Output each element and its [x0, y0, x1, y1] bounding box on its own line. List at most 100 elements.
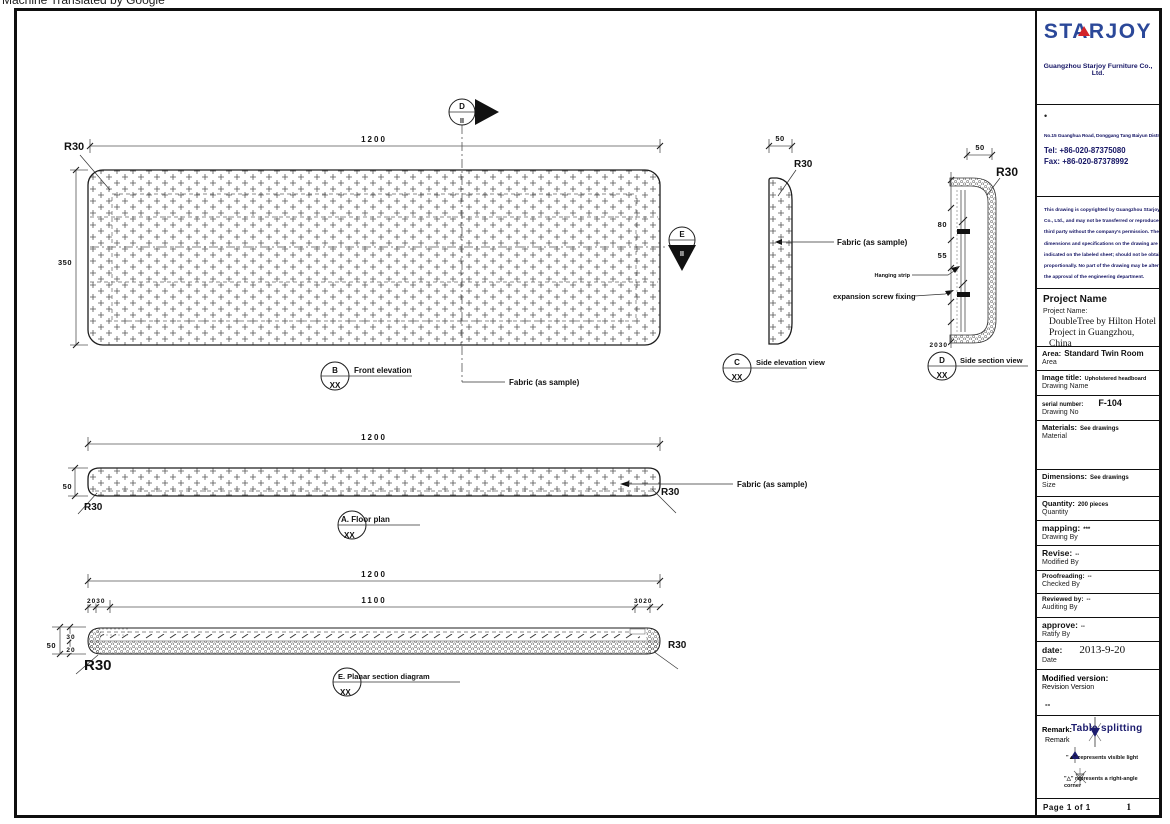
project-label: Project Name: [1043, 308, 1088, 315]
front-fabric-label: Fabric (as sample) [509, 378, 580, 387]
title-block: STARJOY Guangzhou Starjoy Furniture Co.,… [1035, 8, 1162, 818]
project-title: Project Name [1043, 294, 1107, 305]
side-section-radius-label: R30 [996, 165, 1018, 179]
dimensions-label: Dimensions: [1042, 472, 1088, 481]
company-address: No.15 Guanghua Road, Donggang Tang Baiyu… [1044, 134, 1159, 139]
floor-plan-radius-right: R30 [661, 487, 680, 498]
side-section-view-marker: D XX Side section view [927, 351, 1028, 381]
section-d-number: II [460, 118, 464, 125]
tb-row-date: date:2013-9-20 Date [1037, 642, 1159, 670]
tb-row-proofreading: Proofreading:-- Checked By [1037, 571, 1159, 594]
disclaimer-line: proportionally. No part of the drawing m… [1044, 264, 1159, 270]
proofreading-label: Proofreading: [1042, 573, 1085, 580]
sheet-number: 1 [1126, 802, 1132, 812]
tb-row-quantity: Quantity:200 pieces Quantity [1037, 497, 1159, 521]
mapping-label: mapping: [1042, 523, 1081, 533]
project-name-box: Project Name Project Name: DoubleTree by… [1037, 289, 1159, 347]
floor-plan-title: A. Floor plan [341, 515, 390, 524]
section-e-arrow-icon [668, 245, 696, 271]
planar-left-pair-dim: 2030 [87, 598, 105, 605]
date-sublabel: Date [1042, 657, 1057, 664]
side-elev-marker-sheet: XX [732, 373, 743, 382]
quantity-sublabel: Quantity [1042, 509, 1069, 516]
planar-thickness-total: 50 [47, 641, 56, 650]
disclaimer-line: third party without the company's permis… [1044, 230, 1159, 236]
modified-version-sublabel: Revision Version [1042, 684, 1095, 691]
side-section-width-dim: 50 [975, 143, 984, 152]
floor-plan-view-marker: A. Floor plan XX [337, 510, 420, 540]
tb-row-materials: Materials:See drawings Material [1037, 421, 1159, 470]
tb-row-dimensions: Dimensions:See drawings Size [1037, 470, 1159, 497]
disclaimer-line: dimensions and specifications on the dra… [1044, 241, 1159, 247]
side-section-dim-55: 55 [938, 251, 947, 260]
dimensions-sublabel: Size [1042, 482, 1056, 489]
side-section-view: 50 R30 80 55 2030 D XX Side section view [927, 143, 1028, 381]
expansion-screw-callout: expansion screw fixing [833, 290, 954, 301]
headboard-section-shell [949, 177, 997, 344]
tb-row-reviewed: Reviewed by:-- Auditing By [1037, 594, 1159, 618]
address-bullet: • [1044, 111, 1048, 121]
logo-text: STARJOY [1043, 20, 1153, 43]
floor-plan-fabric-callout: Fabric (as sample) [620, 480, 808, 489]
planar-right-pair-dim: 3020 [634, 598, 652, 605]
planar-radius-right: R30 [668, 640, 687, 651]
quantity-value: 200 pieces [1077, 502, 1109, 508]
front-width-dim: 1200 [361, 135, 387, 144]
section-e-number: II [680, 251, 684, 258]
planar-section-dimension-lines [52, 574, 679, 675]
company-name: Guangzhou Starjoy Furniture Co., Ltd. [1043, 63, 1153, 77]
approve-sublabel: Ratify By [1042, 631, 1071, 638]
mapping-sublabel: Drawing By [1042, 534, 1078, 541]
front-panel-stitch-lines [90, 193, 668, 322]
planar-thickness-top: 30 [66, 634, 75, 641]
starjoy-logo: STARJOY [1044, 20, 1152, 44]
materials-sublabel: Material [1042, 433, 1067, 440]
hanging-strip-callout: Hanging strip [875, 266, 960, 279]
floor-plan-width-dim: 1200 [361, 433, 387, 442]
area-value: Standard Twin Room [1064, 349, 1144, 358]
side-elev-radius-label: R30 [794, 159, 813, 170]
image-title-sublabel: Drawing Name [1042, 383, 1089, 390]
tb-row-revise: Revise:-- Modified By [1037, 546, 1159, 571]
revise-value: -- [1075, 552, 1080, 558]
proofreading-value: -- [1087, 574, 1092, 580]
section-d-arrow-icon [475, 99, 499, 125]
floor-plan-dimension-lines [68, 437, 677, 515]
planar-width-dim: 1200 [361, 570, 387, 579]
remark-box: Remark: Remark Table splitting "▲" repre… [1037, 716, 1159, 799]
section-marker-e: E II [668, 226, 696, 271]
dimensions-value: See drawings [1090, 475, 1129, 481]
project-value: DoubleTree by Hilton Hotel Project in Gu… [1049, 317, 1157, 347]
company-header: STARJOY Guangzhou Starjoy Furniture Co.,… [1037, 11, 1159, 105]
tb-row-approve: approve:-- Ratify By [1037, 618, 1159, 642]
reviewed-sublabel: Auditing By [1042, 604, 1078, 611]
side-section-marker-sheet: XX [937, 371, 948, 380]
remark-legend-corner: "△" represents a right-angle corner [1064, 776, 1138, 789]
page-footer: Page 1 of 1 1 [1037, 799, 1159, 815]
front-fabric-callout: Fabric (as sample) [462, 378, 580, 387]
section-backboard [956, 190, 970, 332]
translation-note: Machine Translated by Google [2, 0, 165, 7]
section-marker-d: D II [448, 98, 499, 382]
page-label: Page 1 of 1 [1043, 802, 1091, 812]
tb-row-mapping: mapping:*** Drawing By [1037, 521, 1159, 546]
floor-plan-marker-sheet: XX [344, 531, 355, 540]
contact-box: • No.15 Guanghua Road, Donggang Tang Bai… [1037, 105, 1159, 197]
approve-label: approve: [1042, 620, 1078, 630]
legend-light-triangle-icon [1070, 747, 1080, 763]
proofreading-sublabel: Checked By [1042, 581, 1080, 588]
front-height-dim: 350 [58, 258, 72, 267]
remark-label: Remark: [1042, 725, 1073, 734]
side-section-view-title: Side section view [960, 356, 1023, 365]
area-label: Area: [1042, 349, 1062, 358]
hanging-strip-label: Hanging strip [875, 273, 911, 279]
logo-red-triangle-icon [1077, 26, 1090, 36]
company-tel: Tel: +86-020-87375080 [1044, 146, 1126, 155]
planar-view-marker: E. Planar section diagram XX [332, 667, 460, 697]
quantity-label: Quantity: [1042, 499, 1075, 508]
floor-plan-depth-dim: 50 [63, 482, 72, 491]
front-marker-sheet: XX [330, 381, 341, 390]
front-elevation-dimension-lines [70, 139, 664, 349]
side-elev-view-title: Side elevation view [756, 358, 825, 367]
